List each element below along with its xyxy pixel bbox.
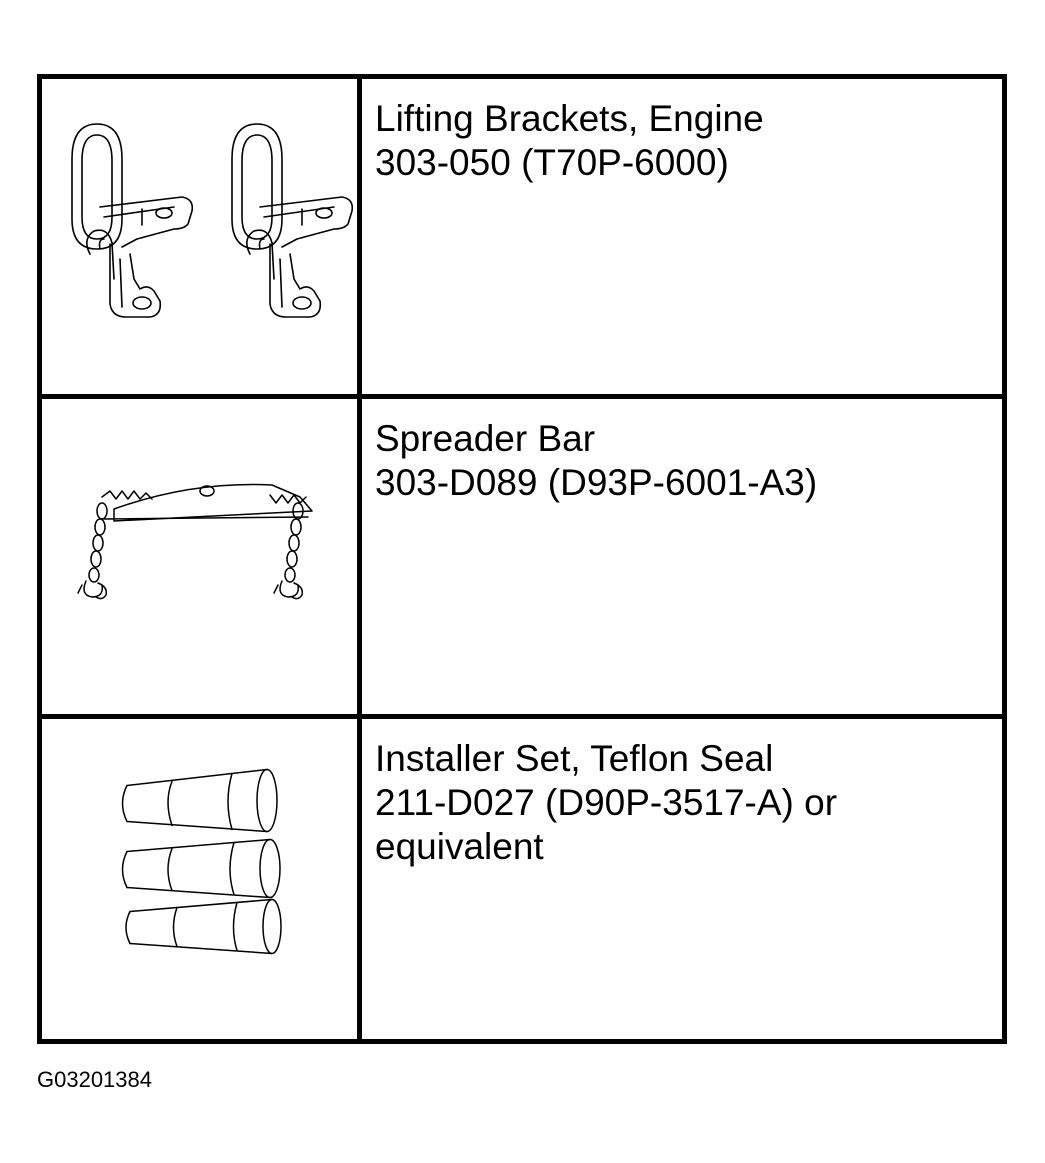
tool-name: Lifting Brackets, Engine bbox=[375, 98, 764, 139]
tool-description-cell: Lifting Brackets, Engine 303-050 (T70P-6… bbox=[362, 79, 1002, 399]
tool-description-cell: Spreader Bar 303-D089 (D93P-6001-A3) bbox=[362, 399, 1002, 719]
spreader-bar-icon bbox=[77, 483, 313, 600]
figure-id: G03201384 bbox=[37, 1067, 152, 1092]
lifting-bracket-icon bbox=[71, 123, 354, 318]
tool-image-cell bbox=[42, 399, 362, 719]
tool-part-number-continued: equivalent bbox=[375, 826, 544, 867]
tool-part-number: 303-050 (T70P-6000) bbox=[375, 142, 729, 183]
tool-description-cell: Installer Set, Teflon Seal 211-D027 (D90… bbox=[362, 719, 1002, 1039]
tool-part-number: 211-D027 (D90P-3517-A) or bbox=[375, 782, 838, 823]
tool-name: Spreader Bar bbox=[375, 418, 596, 459]
tool-part-number: 303-D089 (D93P-6001-A3) bbox=[375, 462, 818, 503]
tool-image-cell bbox=[42, 719, 362, 1039]
seal-installer-icon bbox=[121, 768, 282, 955]
special-tools-table: Lifting Brackets, Engine 303-050 (T70P-6… bbox=[37, 74, 1007, 1044]
tool-name: Installer Set, Teflon Seal bbox=[375, 738, 774, 779]
tool-image-cell bbox=[42, 79, 362, 399]
